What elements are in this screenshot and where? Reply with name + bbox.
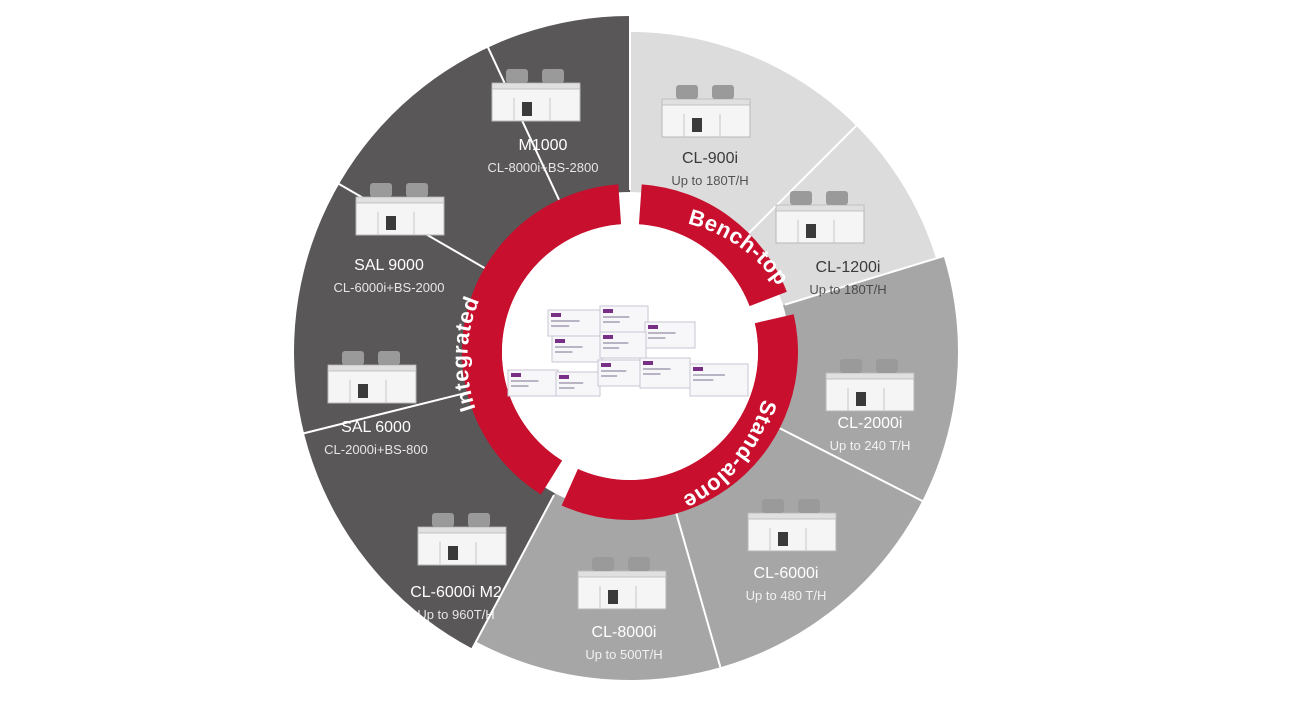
reagent-box-icon — [599, 331, 647, 359]
sector-divider — [673, 507, 725, 680]
reagent-boxes-icon — [507, 305, 749, 397]
analyzer-machine-icon — [661, 85, 751, 138]
analyzer-machine-icon — [491, 69, 581, 122]
product-item: CL-8000i Up to 500T/H — [577, 557, 667, 662]
product-name: CL-6000i — [754, 565, 819, 582]
ring-segment-stand-alone — [561, 314, 798, 520]
product-name: CL-900i — [682, 150, 738, 167]
product-throughput: Up to 240 T/H — [830, 438, 911, 453]
analyzer-machine-icon — [577, 557, 667, 610]
reagent-box-icon — [599, 305, 649, 333]
product-name: SAL 9000 — [354, 257, 424, 274]
product-name: CL-6000i M2 — [410, 584, 502, 601]
analyzer-machine-icon — [775, 191, 865, 244]
product-item: CL-2000i Up to 240 T/H — [825, 359, 915, 453]
reagent-box-icon — [555, 371, 601, 397]
reagent-box-icon — [551, 335, 603, 363]
product-name: M1000 — [519, 137, 568, 154]
product-name: CL-8000i — [592, 624, 657, 641]
reagent-box-icon — [597, 359, 645, 387]
analyzer-machine-icon — [327, 351, 417, 404]
product-throughput: Up to 180T/H — [809, 282, 886, 297]
ring-segment-bench-top — [638, 184, 787, 307]
product-throughput: CL-6000i+BS-2000 — [334, 280, 445, 295]
analyzer-machine-icon — [747, 499, 837, 552]
product-name: SAL 6000 — [341, 419, 411, 436]
sector-divider — [485, 43, 563, 206]
reagent-box-icon — [689, 363, 749, 397]
product-item: CL-1200i Up to 180T/H — [775, 191, 887, 297]
sector-divider — [773, 424, 934, 508]
reagent-box-icon — [547, 309, 601, 337]
product-name: CL-2000i — [838, 415, 903, 432]
product-item: CL-6000i Up to 480 T/H — [746, 499, 837, 603]
reagent-box-icon — [639, 357, 691, 389]
sector-divider — [784, 251, 956, 306]
product-throughput: CL-8000i+BS-2800 — [488, 160, 599, 175]
product-item: CL-900i Up to 180T/H — [661, 85, 751, 188]
analyzer-machine-icon — [417, 513, 507, 566]
product-throughput: Up to 960T/H — [417, 607, 494, 622]
sector-divider — [299, 390, 474, 436]
analyzer-machine-icon — [355, 183, 445, 236]
product-item: CL-6000i M2 Up to 960T/H — [410, 513, 507, 622]
product-throughput: CL-2000i+BS-800 — [324, 442, 428, 457]
reagent-box-icon — [644, 321, 696, 349]
product-name: CL-1200i — [816, 259, 881, 276]
product-throughput: Up to 480 T/H — [746, 588, 827, 603]
reagent-box-icon — [507, 369, 559, 397]
ring-segment-integrated — [462, 184, 622, 495]
product-throughput: Up to 500T/H — [585, 647, 662, 662]
sector-divider — [743, 110, 872, 239]
analyzer-machine-icon — [825, 359, 915, 412]
sector-divider — [469, 494, 555, 653]
product-throughput: Up to 180T/H — [671, 173, 748, 188]
